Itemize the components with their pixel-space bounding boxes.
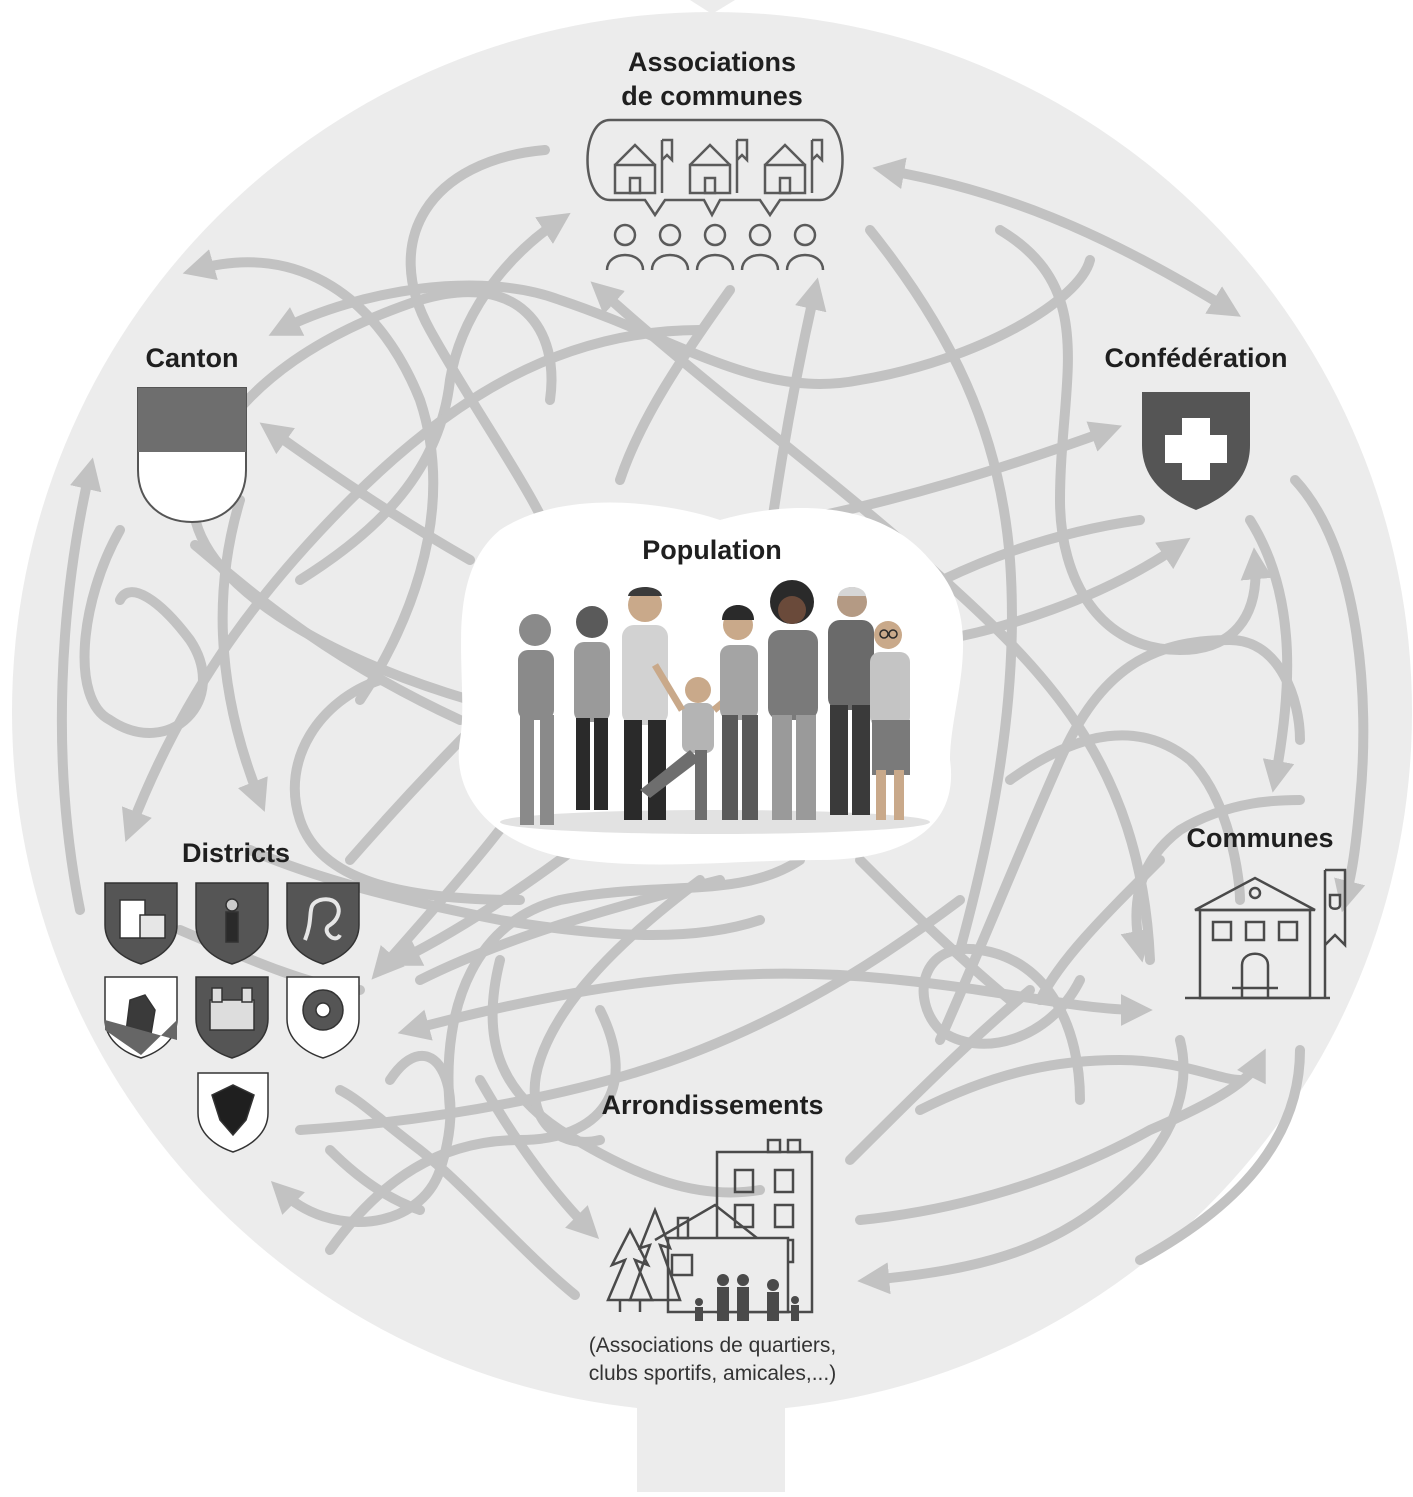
canton-label: Canton (145, 343, 239, 373)
neighbourhood-houses-family-icon (606, 1138, 814, 1321)
crowd-of-people-illustration (500, 580, 930, 834)
arrondissements-note-line1: (Associations de quartiers, (588, 1334, 837, 1357)
swiss-cross-shield-icon (1142, 392, 1250, 510)
arrondissements-note-line2: clubs sportifs, amicales,...) (588, 1362, 837, 1385)
district-coats-of-arms-icon (104, 882, 360, 1153)
associations-title-line2: de communes (621, 81, 803, 111)
arrondissements-label: Arrondissements (601, 1090, 824, 1120)
confederation-label: Confédération (1104, 343, 1288, 373)
associations-icon (586, 118, 844, 271)
town-hall-building-icon (1185, 868, 1347, 1000)
top-notch (690, 0, 735, 14)
population-label: Population (642, 535, 782, 565)
communes-label: Communes (1186, 823, 1334, 853)
districts-label: Districts (181, 838, 291, 868)
canton-shield-icon (137, 387, 247, 524)
associations-title-line1: Associations (627, 47, 797, 77)
